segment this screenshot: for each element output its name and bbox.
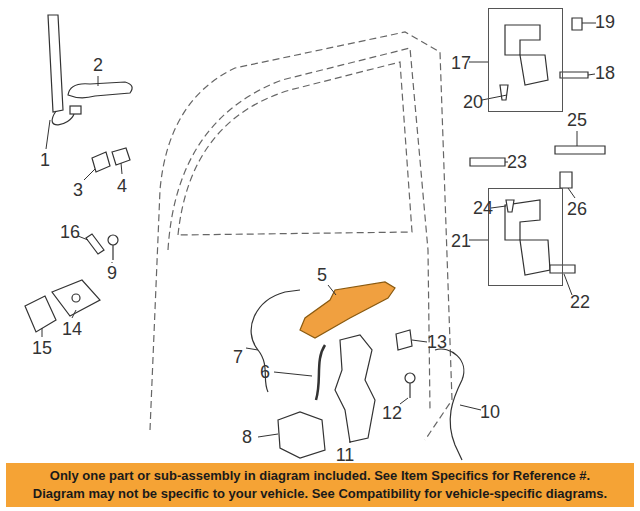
clip [396,330,412,350]
callout-number: 1 [40,151,50,169]
callout-number: 17 [451,54,471,72]
callout-number: 14 [62,320,82,338]
callout-number: 12 [382,404,402,422]
bolt [86,234,104,254]
bolt [506,200,514,212]
group-box: 17 [488,8,563,112]
callout-number: 22 [570,293,590,311]
group-box: 21 [488,188,563,286]
callout-number: 25 [567,111,587,129]
door-outline [150,32,452,440]
hinge-upper [505,200,540,240]
handle-clip [112,148,130,165]
glass-run-channel [48,15,63,112]
callout-number: 7 [233,348,243,366]
door-inner-outline [168,48,430,410]
screw-shank [409,383,410,398]
striker-hole [72,294,80,302]
callout-number: 5 [317,266,327,284]
callout-number: 3 [73,181,83,199]
highlighted-part [300,282,395,338]
connector [70,106,81,114]
callout-number: 2 [93,56,103,74]
callout-number: 11 [336,446,355,464]
hinge-lower [520,55,548,85]
callout-number: 18 [595,64,615,82]
callout-number: 19 [595,13,615,31]
door-latch [278,412,325,458]
screw-head [108,235,118,245]
callout-number: 16 [60,223,80,241]
notice-banner: Only one part or sub-assembly in diagram… [6,463,634,507]
bolt [560,72,588,78]
callout-number: 10 [480,403,500,421]
lock-rod [316,345,325,400]
bolt [500,85,508,100]
door-handle [68,82,132,98]
callout-number: 13 [427,333,447,351]
callout-number: 15 [32,339,52,357]
bolt [470,158,505,166]
callout-number: 26 [567,200,587,218]
screw-shank [112,245,113,260]
screw-head [405,373,415,383]
notice-text: Diagram may not be specific to your vehi… [33,485,607,503]
door-check [555,146,605,154]
hinge-upper [505,25,540,55]
bolt [572,18,582,30]
callout-number: 20 [463,93,483,111]
callout-number: 6 [260,363,270,381]
callout-number: 9 [107,264,117,282]
window-outline [178,62,412,235]
callout-number: 4 [117,177,127,195]
callout-number: 23 [507,153,527,171]
callout-number: 24 [473,199,493,217]
callout-number: 8 [242,428,252,446]
hinge-lower [520,240,550,275]
leader-lines [42,23,596,443]
bolt [560,172,572,188]
latch-bracket [335,335,375,442]
cable [435,349,464,460]
callout-number: 21 [451,232,471,250]
notice-text: Only one part or sub-assembly in diagram… [50,467,590,485]
shim [25,296,56,332]
cable [251,290,300,392]
